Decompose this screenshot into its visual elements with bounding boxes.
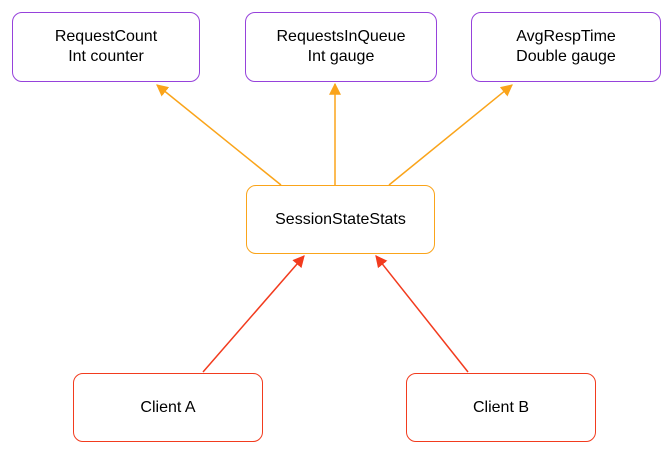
node-requests-in-queue: RequestsInQueue Int gauge [245,12,437,82]
node-avg-resp-time-title: AvgRespTime [516,28,616,45]
node-client-b: Client B [406,373,596,442]
node-client-b-title: Client B [472,398,530,416]
arrow-clientb-to-sessionstatestats [375,255,469,373]
node-session-state-stats-title: SessionStateStats [275,210,406,228]
arrow-sessionstatestats-to-requestcount [156,84,282,186]
node-requests-in-queue-title: RequestsInQueue [276,28,406,45]
node-request-count: RequestCount Int counter [12,12,200,82]
arrow-sessionstatestats-to-avgresptime [388,84,513,186]
node-avg-resp-time: AvgRespTime Double gauge [471,12,661,82]
node-client-a: Client A [73,373,263,442]
node-client-a-title: Client A [140,398,196,416]
node-request-count-subtitle: Int counter [68,48,144,65]
node-session-state-stats: SessionStateStats [246,185,435,254]
arrow-clienta-to-sessionstatestats [202,255,305,373]
node-requests-in-queue-subtitle: Int gauge [307,48,375,65]
node-avg-resp-time-subtitle: Double gauge [516,48,616,65]
node-request-count-title: RequestCount [54,28,158,45]
